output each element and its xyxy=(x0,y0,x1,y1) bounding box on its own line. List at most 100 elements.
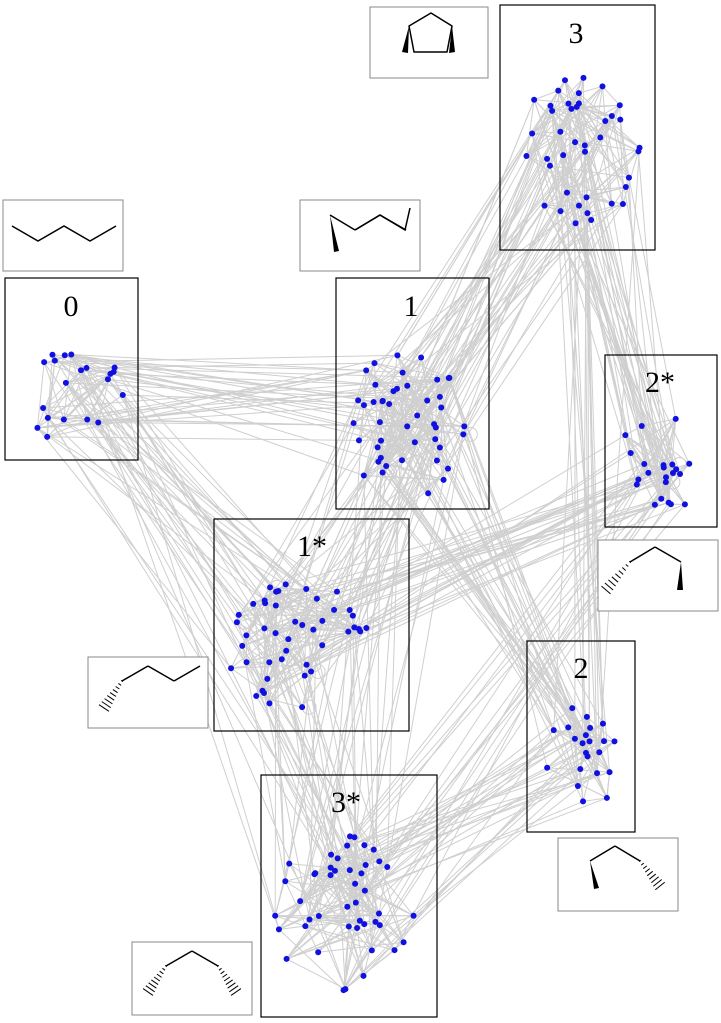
edge xyxy=(269,587,277,634)
cluster-2-box xyxy=(526,640,636,833)
node xyxy=(436,393,443,400)
hash-bond-stroke xyxy=(164,965,168,967)
hash-bond-stroke xyxy=(615,573,621,579)
node xyxy=(299,704,306,711)
node xyxy=(565,100,572,107)
edge xyxy=(590,219,674,474)
node xyxy=(565,724,572,731)
cluster-1-star-label: 1* xyxy=(297,530,327,563)
node xyxy=(346,833,353,840)
node xyxy=(350,420,357,427)
node xyxy=(529,130,536,137)
node xyxy=(250,600,257,607)
edge xyxy=(330,771,610,876)
edge xyxy=(364,463,645,891)
cluster-3-star: 3* xyxy=(260,774,438,1018)
node xyxy=(349,612,356,619)
node xyxy=(619,200,626,207)
edge xyxy=(236,422,354,623)
node xyxy=(331,606,338,613)
node xyxy=(278,656,285,663)
edge xyxy=(47,419,88,438)
node xyxy=(386,400,393,407)
node xyxy=(361,887,368,894)
hash-bond-stroke xyxy=(153,976,161,982)
edge xyxy=(336,591,351,611)
edge xyxy=(43,361,364,476)
edge xyxy=(343,921,376,991)
node xyxy=(275,926,282,933)
edge xyxy=(245,205,580,636)
edge xyxy=(406,385,608,799)
edge xyxy=(86,367,382,442)
edge xyxy=(256,695,303,708)
node xyxy=(345,923,352,930)
node xyxy=(404,382,411,389)
edge xyxy=(63,354,72,420)
node xyxy=(282,581,289,588)
cluster-1-star-box xyxy=(213,518,410,732)
node xyxy=(303,586,310,593)
node xyxy=(235,611,242,618)
node xyxy=(78,367,85,374)
edge xyxy=(80,370,373,951)
edge xyxy=(299,400,428,902)
node xyxy=(544,155,551,162)
edge xyxy=(278,772,598,930)
edge xyxy=(301,624,388,868)
hash-bond-stroke xyxy=(225,979,233,986)
edge xyxy=(349,110,553,611)
edge xyxy=(604,120,624,205)
node xyxy=(584,753,591,760)
node xyxy=(362,861,369,868)
node xyxy=(261,689,268,696)
hash-bond-stroke xyxy=(218,967,222,971)
cluster-3-star-box xyxy=(260,774,438,1018)
cluster-2-star-label: 2* xyxy=(645,366,675,399)
node xyxy=(400,939,407,946)
node xyxy=(334,855,341,862)
node xyxy=(327,872,334,879)
node xyxy=(266,700,273,707)
edge xyxy=(566,192,643,427)
node xyxy=(669,469,676,476)
edge xyxy=(63,369,367,420)
node xyxy=(363,367,370,374)
edge xyxy=(86,419,266,601)
edge xyxy=(343,465,387,991)
node xyxy=(378,437,385,444)
node xyxy=(617,116,624,123)
molecule-hash-hash xyxy=(131,941,253,1016)
node xyxy=(581,148,588,155)
cluster-1-box xyxy=(335,277,490,510)
node xyxy=(346,607,353,614)
node xyxy=(391,947,398,954)
node xyxy=(569,705,576,712)
edge xyxy=(373,401,608,799)
node xyxy=(41,359,48,366)
edge xyxy=(420,357,435,425)
edge xyxy=(578,103,645,465)
hash-bond-stroke xyxy=(104,698,113,705)
edge xyxy=(284,881,319,953)
node xyxy=(233,619,240,626)
edge xyxy=(86,367,280,930)
node xyxy=(596,749,603,756)
node xyxy=(686,460,693,467)
node xyxy=(328,851,335,858)
node xyxy=(40,404,47,411)
node xyxy=(44,414,51,421)
node xyxy=(635,476,642,483)
edge xyxy=(253,502,669,605)
node xyxy=(544,764,551,771)
edge xyxy=(274,768,581,917)
node xyxy=(315,912,322,919)
hash-bond-stroke xyxy=(652,879,663,887)
node xyxy=(379,397,386,404)
node xyxy=(51,357,58,364)
node xyxy=(433,457,440,464)
hash-bond-stroke xyxy=(98,704,110,712)
molecule-hash-wedge xyxy=(597,539,719,612)
node xyxy=(572,139,579,146)
edge xyxy=(330,370,367,868)
